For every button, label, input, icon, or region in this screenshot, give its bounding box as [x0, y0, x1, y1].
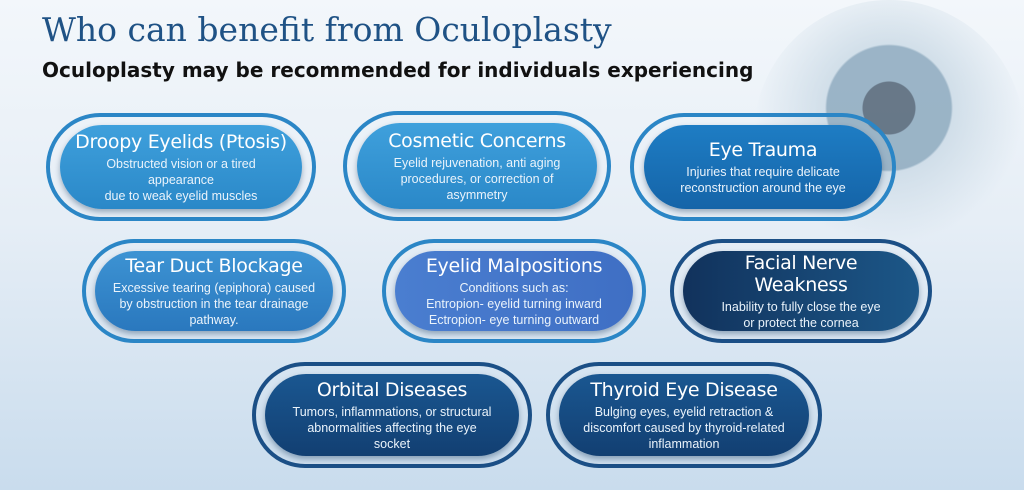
card-text: socket: [373, 436, 411, 451]
card-text: Injuries that require delicate: [686, 164, 840, 179]
page-title: Who can benefit from Oculoplasty: [42, 10, 612, 49]
card-text: Ectropion- eye turning outward: [428, 312, 600, 327]
card-tear-duct-blockage: Tear Duct Blockage Excessive tearing (ep…: [95, 251, 333, 331]
card-droopy-eyelids: Droopy Eyelids (Ptosis) Obstructed visio…: [60, 125, 302, 209]
card-facial-nerve-weakness: Facial Nerve Weakness Inability to fully…: [683, 251, 919, 331]
card-ring: [82, 239, 346, 343]
card-ring: [670, 239, 932, 343]
card-eyelid-malpositions: Eyelid Malpositions Conditions such as: …: [395, 251, 633, 331]
card-ring: [343, 111, 611, 221]
card-text: Eyelid rejuvenation, anti aging: [393, 155, 561, 170]
card-text: asymmetry: [446, 187, 508, 202]
card-text: Inability to fully close the eye: [721, 299, 881, 314]
card-title: Eyelid Malpositions: [425, 254, 603, 277]
card-text: discomfort caused by thyroid-related: [583, 420, 785, 435]
card-title: Orbital Diseases: [316, 378, 468, 401]
card-text: procedures, or correction of: [400, 171, 554, 186]
card-text: Excessive tearing (epiphora) caused: [112, 280, 316, 295]
card-cosmetic-concerns: Cosmetic Concerns Eyelid rejuvenation, a…: [357, 123, 597, 209]
card-text: pathway.: [189, 312, 239, 327]
card-text: by obstruction in the tear drainage: [119, 296, 309, 311]
page-subtitle: Oculoplasty may be recommended for indiv…: [42, 58, 754, 82]
card-text: or protect the cornea: [743, 315, 859, 330]
card-text: Bulging eyes, eyelid retraction &: [594, 404, 774, 419]
card-title: Tear Duct Blockage: [125, 254, 303, 277]
card-thyroid-eye-disease: Thyroid Eye Disease Bulging eyes, eyelid…: [559, 374, 809, 456]
card-ring: [630, 113, 896, 221]
card-orbital-diseases: Orbital Diseases Tumors, inflammations, …: [265, 374, 519, 456]
card-title: Thyroid Eye Disease: [590, 378, 778, 401]
card-text: Obstructed vision or a tired appearance: [106, 156, 256, 187]
card-text: reconstruction around the eye: [680, 180, 846, 195]
card-text: inflammation: [648, 436, 720, 451]
card-ring: [382, 239, 646, 343]
card-text: abnormalities affecting the eye: [307, 420, 477, 435]
card-title: Droopy Eyelids (Ptosis): [75, 130, 287, 153]
card-text: due to weak eyelid muscles: [104, 188, 258, 203]
card-eye-trauma: Eye Trauma Injuries that require delicat…: [644, 125, 882, 209]
card-title: Eye Trauma: [708, 138, 818, 161]
card-ring: [546, 362, 822, 468]
card-ring: [46, 113, 316, 221]
card-text: Entropion- eyelid turning inward: [426, 296, 602, 311]
card-text: Tumors, inflammations, or structural: [292, 404, 492, 419]
card-ring: [252, 362, 532, 468]
card-title: Facial Nerve Weakness: [744, 251, 858, 296]
card-text: Conditions such as:: [459, 280, 569, 295]
card-title: Cosmetic Concerns: [388, 129, 566, 152]
